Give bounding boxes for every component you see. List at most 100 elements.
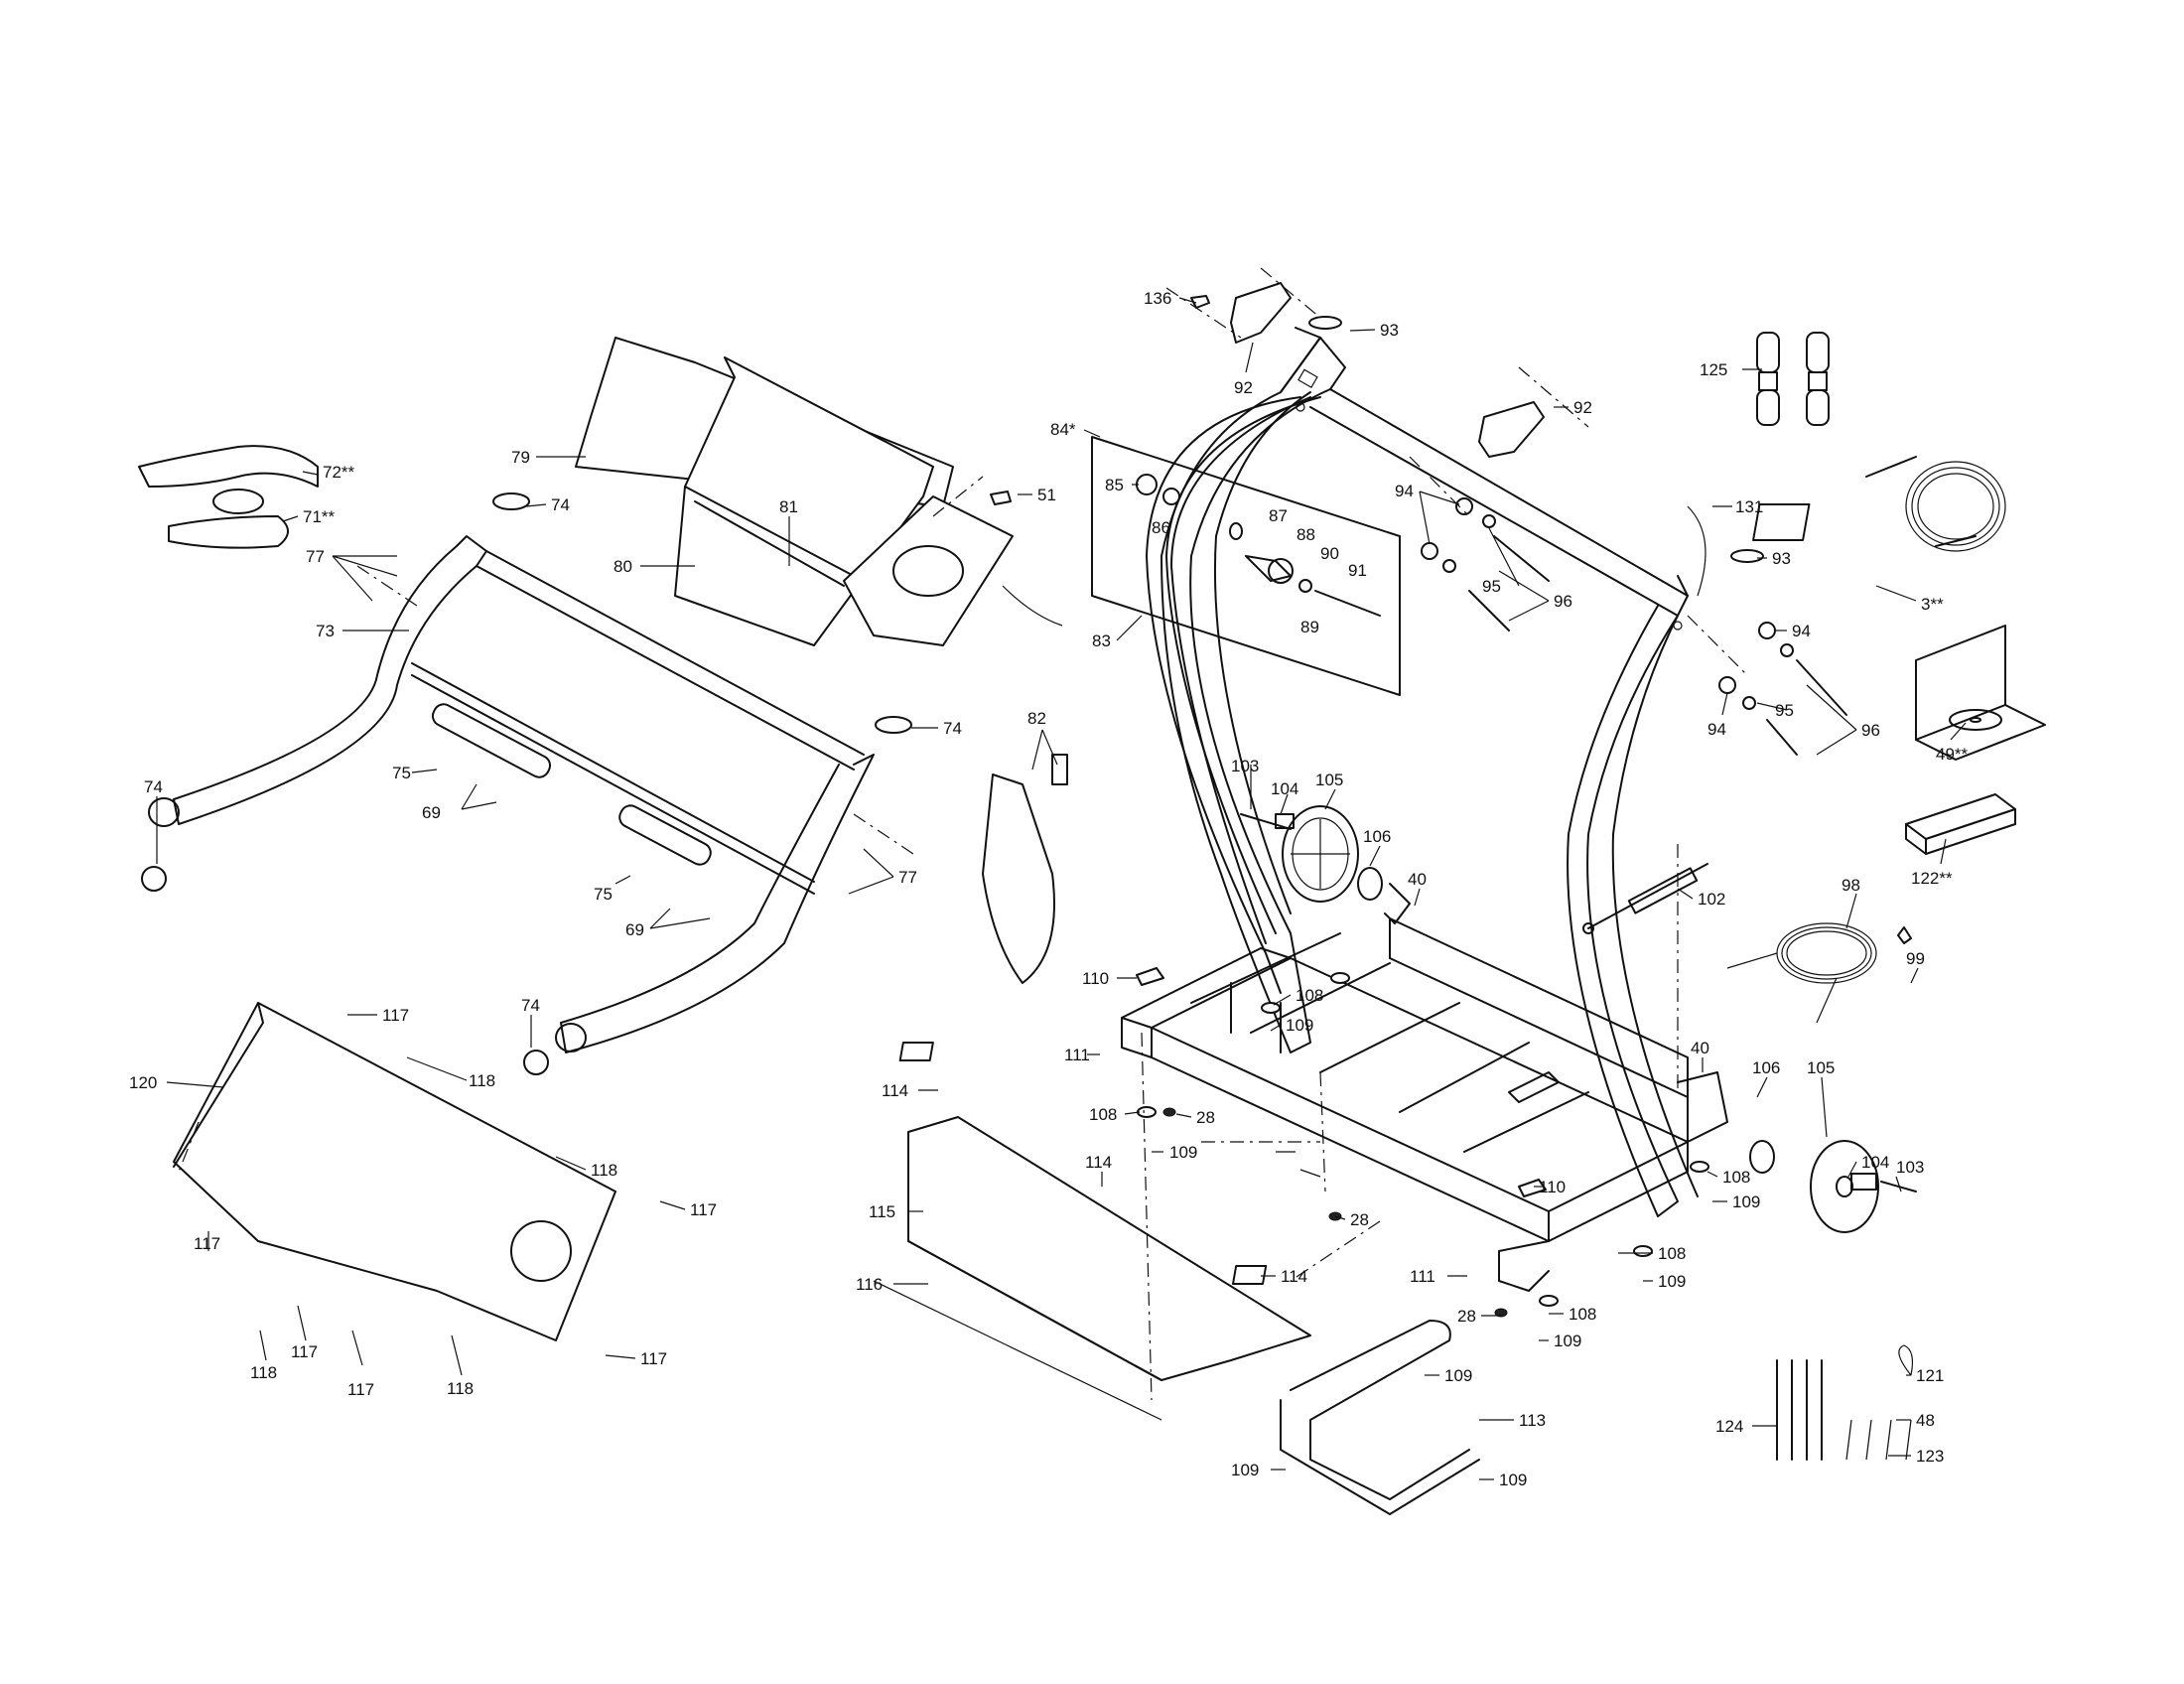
callout-117: 117 xyxy=(640,1349,667,1368)
callout-40: 40 xyxy=(1408,870,1427,889)
callout-109: 109 xyxy=(1286,1016,1313,1035)
callout-106: 106 xyxy=(1363,827,1391,846)
callout-110: 110 xyxy=(1082,969,1109,988)
callout-123: 123 xyxy=(1916,1447,1944,1466)
callout-71: 71** xyxy=(303,507,336,526)
callout-109: 109 xyxy=(1169,1143,1197,1162)
callout-69: 69 xyxy=(625,920,644,939)
wheels xyxy=(1240,805,1917,1233)
upper-brackets xyxy=(1190,282,1764,597)
hood-assembly xyxy=(575,337,1063,646)
console-frame xyxy=(141,492,912,1075)
callout-90: 90 xyxy=(1320,544,1339,563)
callout-94: 94 xyxy=(1792,622,1811,640)
callout-122: 122** xyxy=(1911,869,1953,888)
callout-109: 109 xyxy=(1658,1272,1686,1291)
callout-94: 94 xyxy=(1395,482,1414,500)
gas-spring xyxy=(1582,863,1708,934)
callout-79: 79 xyxy=(511,448,530,467)
callout-116: 116 xyxy=(856,1275,883,1294)
callout-117: 117 xyxy=(382,1006,409,1025)
callout-103: 103 xyxy=(1231,757,1259,775)
chest-strap xyxy=(138,445,319,549)
callout-118: 118 xyxy=(250,1363,277,1382)
callout-108: 108 xyxy=(1296,986,1323,1005)
callout-75: 75 xyxy=(392,764,411,782)
callout-105: 105 xyxy=(1315,771,1343,789)
callout-95: 95 xyxy=(1482,577,1501,596)
callout-28: 28 xyxy=(1196,1108,1215,1127)
callout-92: 92 xyxy=(1234,378,1253,397)
callout-49: 49** xyxy=(1936,745,1969,764)
tie-straps xyxy=(1776,1344,1914,1461)
callout-111: 111 xyxy=(1064,1046,1090,1064)
callout-77: 77 xyxy=(306,547,325,566)
callout-92: 92 xyxy=(1573,398,1592,417)
strap-82 xyxy=(982,754,1068,984)
callout-51: 51 xyxy=(1037,486,1056,504)
callout-115: 115 xyxy=(869,1202,895,1221)
callout-125: 125 xyxy=(1700,360,1727,379)
callout-121: 121 xyxy=(1916,1366,1944,1385)
callout-labels: 136 92 93 92 125 84* 85 86 87 88 90 91 8… xyxy=(129,289,1969,1489)
callout-109: 109 xyxy=(1231,1461,1259,1479)
dumbbells xyxy=(1756,332,1830,426)
callout-113: 113 xyxy=(1519,1411,1546,1430)
callout-109: 109 xyxy=(1732,1193,1760,1211)
callout-110: 110 xyxy=(1539,1178,1566,1196)
callout-73: 73 xyxy=(316,622,335,640)
callout-96: 96 xyxy=(1861,721,1880,740)
callout-84: 84* xyxy=(1050,420,1076,439)
upright-frame xyxy=(1146,327,1699,1217)
leader-lines xyxy=(156,297,1967,1480)
callout-69: 69 xyxy=(422,803,441,822)
callout-99: 99 xyxy=(1906,949,1925,968)
callout-111: 111 xyxy=(1410,1267,1435,1286)
base-pan-120 xyxy=(173,1002,616,1341)
callout-118: 118 xyxy=(469,1071,495,1090)
callout-72: 72** xyxy=(323,463,355,482)
callout-117: 117 xyxy=(690,1200,717,1219)
callout-114: 114 xyxy=(1085,1153,1112,1172)
callout-28: 28 xyxy=(1457,1307,1476,1326)
bolts-upper xyxy=(1421,497,1847,756)
base-frame xyxy=(1121,917,1728,1292)
callout-95: 95 xyxy=(1775,701,1794,720)
callout-93: 93 xyxy=(1772,549,1791,568)
callout-74: 74 xyxy=(943,719,962,738)
callout-96: 96 xyxy=(1554,592,1572,611)
callout-105: 105 xyxy=(1807,1058,1835,1077)
callout-82: 82 xyxy=(1027,709,1046,728)
callout-114: 114 xyxy=(882,1081,908,1100)
callout-118: 118 xyxy=(591,1161,617,1180)
callout-103: 103 xyxy=(1896,1158,1924,1177)
callout-117: 117 xyxy=(291,1342,318,1361)
callout-131: 131 xyxy=(1735,497,1763,516)
callout-106: 106 xyxy=(1752,1058,1780,1077)
callout-109: 109 xyxy=(1444,1366,1472,1385)
callout-117: 117 xyxy=(194,1234,220,1253)
callout-93: 93 xyxy=(1380,321,1399,340)
callout-3: 3** xyxy=(1921,595,1944,614)
callout-89: 89 xyxy=(1300,618,1319,636)
callout-91: 91 xyxy=(1348,561,1367,580)
callout-124: 124 xyxy=(1715,1417,1743,1436)
callout-80: 80 xyxy=(614,557,632,576)
callout-98: 98 xyxy=(1842,876,1860,895)
callout-108: 108 xyxy=(1658,1244,1686,1263)
callout-81: 81 xyxy=(779,497,798,516)
callout-114: 114 xyxy=(1281,1267,1307,1286)
callout-104: 104 xyxy=(1861,1153,1889,1172)
panel-84 xyxy=(1091,436,1401,696)
alignment-lines xyxy=(178,267,1748,1401)
callout-74: 74 xyxy=(521,996,540,1015)
callout-109: 109 xyxy=(1554,1332,1581,1350)
media xyxy=(1905,625,2046,855)
callout-83: 83 xyxy=(1092,632,1111,650)
callout-40: 40 xyxy=(1691,1039,1709,1057)
callout-120: 120 xyxy=(129,1073,157,1092)
handle-113 xyxy=(1280,1320,1480,1515)
callout-108: 108 xyxy=(1722,1168,1750,1187)
callout-74: 74 xyxy=(551,495,570,514)
